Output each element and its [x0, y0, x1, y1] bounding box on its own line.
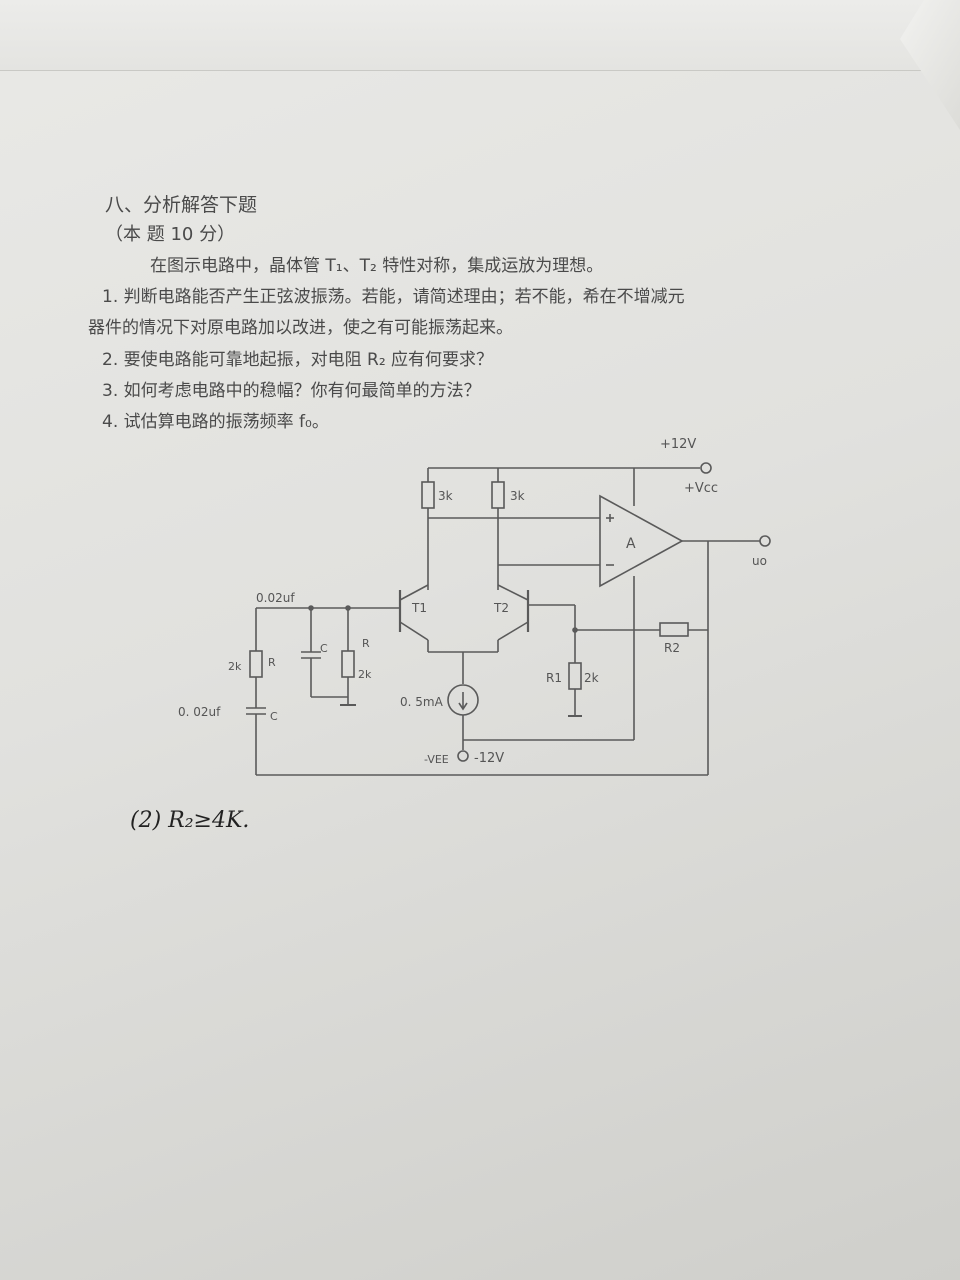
question-title: 八、分析解答下题	[105, 194, 258, 216]
r-shunt-resistor	[341, 650, 355, 678]
r-shunt-value: 2k	[358, 668, 372, 681]
vcc-value: +12V	[660, 437, 696, 452]
question-item-1-continued: 器件的情况下对原电路加以改进，使之有可能振荡起来。	[88, 318, 513, 338]
rc1-resistor	[421, 481, 435, 509]
rc2-value: 3k	[510, 489, 525, 503]
vee-terminal	[457, 750, 469, 762]
r1-resistor	[568, 662, 582, 690]
vee-value: -12V	[474, 751, 504, 766]
t2-collector	[497, 584, 529, 601]
opamp-triangle	[599, 494, 684, 588]
output-label: uo	[752, 554, 767, 568]
handwritten-answer: (2) R₂≥4K.	[130, 808, 250, 833]
r-shunt-label: R	[362, 637, 370, 650]
vcc-terminal	[700, 462, 712, 474]
question-item-2: 2. 要使电路能可靠地起振，对电阻 R₂ 应有何要求？	[102, 350, 494, 370]
t1-emitter	[399, 621, 429, 641]
question-intro: 在图示电路中，晶体管 T₁、T₂ 特性对称，集成运放为理想。	[150, 256, 604, 276]
vcc-label: +Vcc	[684, 481, 718, 496]
question-item-1: 1. 判断电路能否产生正弦波振荡。若能，请简述理由；若不能，希在不增减元	[102, 287, 685, 307]
question-item-4: 4. 试估算电路的振荡频率 f₀。	[102, 412, 329, 432]
r1-value: 2k	[584, 671, 599, 685]
r2-label: R2	[664, 641, 680, 655]
t1-label: T1	[411, 601, 427, 615]
c-shunt-label: C	[320, 642, 328, 655]
t1-collector	[399, 584, 429, 601]
r-series-label: R	[268, 656, 276, 669]
rc2-resistor	[491, 481, 505, 509]
vee-label: -VEE	[424, 753, 449, 766]
t2-label: T2	[493, 601, 509, 615]
question-item-3: 3. 如何考虑电路中的稳幅？你有何最简单的方法？	[102, 381, 481, 401]
question-points: （本 题 10 分）	[105, 224, 236, 245]
previous-page-edge	[0, 0, 960, 71]
cap-top-value: 0.02uf	[256, 591, 295, 605]
cap-bottom-value: 0. 02uf	[178, 705, 221, 719]
r-series-value: 2k	[228, 660, 242, 673]
current-source-value: 0. 5mA	[400, 695, 444, 709]
r2-resistor	[659, 622, 689, 637]
c-series-label: C	[270, 710, 278, 723]
r-series-resistor	[249, 650, 263, 678]
rc1-value: 3k	[438, 489, 453, 503]
r1-label: R1	[546, 671, 562, 685]
t2-emitter	[497, 621, 529, 641]
output-terminal	[759, 535, 771, 547]
opamp-label: A	[626, 536, 636, 552]
